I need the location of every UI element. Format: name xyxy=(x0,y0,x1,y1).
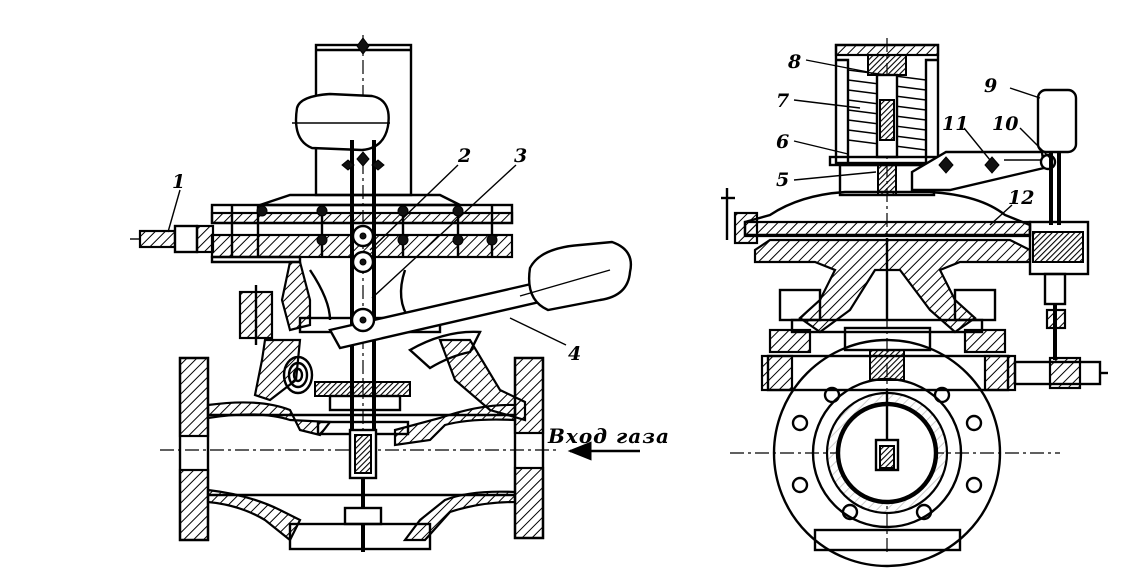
label-10: 10 xyxy=(992,113,1018,135)
label-6: 6 xyxy=(776,131,789,153)
label-8: 8 xyxy=(787,51,801,73)
label-12: 12 xyxy=(1008,187,1034,209)
right-front-view xyxy=(721,38,1108,568)
label-1: 1 xyxy=(172,171,185,193)
label-9: 9 xyxy=(984,75,997,97)
gas-inlet-label: Вход газа xyxy=(547,424,670,448)
label-7: 7 xyxy=(776,90,789,112)
label-4: 4 xyxy=(568,343,581,365)
label-5: 5 xyxy=(776,169,789,191)
label-11: 11 xyxy=(942,113,968,135)
label-2: 2 xyxy=(457,145,471,167)
left-sectional-view xyxy=(130,35,640,552)
label-3: 3 xyxy=(514,145,527,167)
